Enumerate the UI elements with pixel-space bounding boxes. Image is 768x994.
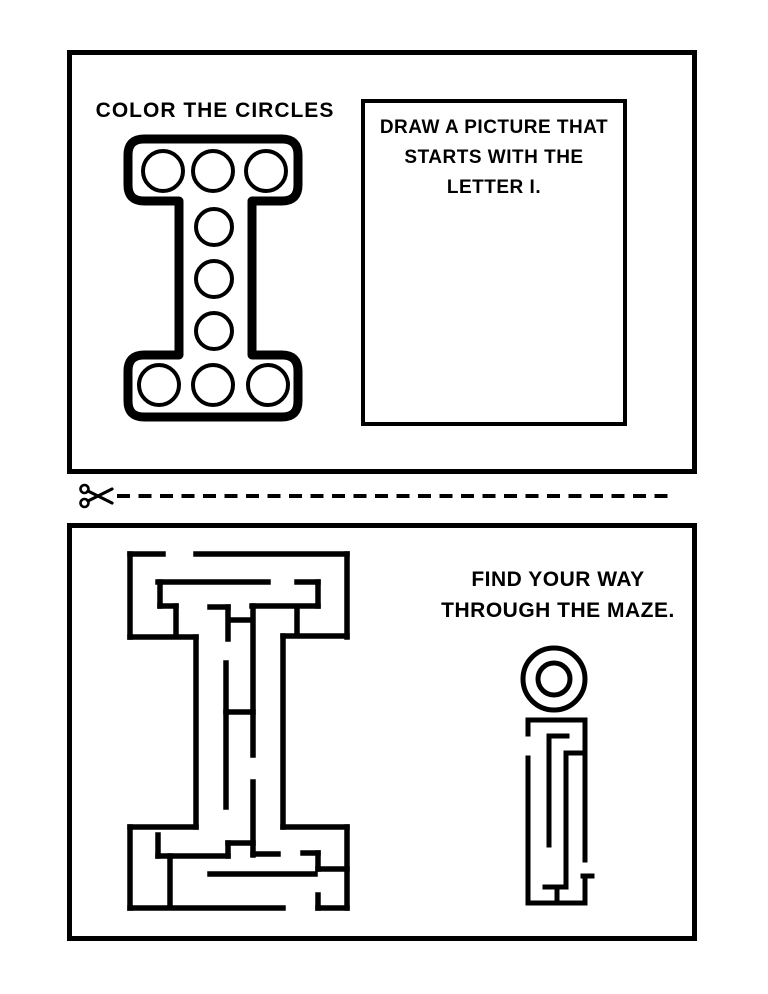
activity-card-bottom: FIND YOUR WAY THROUGH THE MAZE.	[67, 523, 697, 941]
lowercase-i-maze	[520, 645, 595, 906]
i-dot-inner-ring	[535, 660, 573, 698]
colorable-circle	[141, 149, 185, 193]
colorable-circle	[194, 259, 234, 299]
colorable-circle	[194, 311, 234, 351]
draw-prompt-line2: STARTS WITH THE LETTER I.	[404, 147, 584, 198]
colorable-circle	[191, 149, 235, 193]
maze-heading: FIND YOUR WAY THROUGH THE MAZE.	[408, 564, 708, 626]
activity-card-top: COLOR THE CIRCLES DRAW A PICTURE THAT ST…	[67, 50, 697, 474]
draw-picture-box: DRAW A PICTURE THAT STARTS WITH THE LETT…	[361, 99, 627, 426]
maze-heading-line1: FIND YOUR WAY	[471, 568, 645, 591]
letter-i-dot-shape	[123, 134, 303, 422]
scissors-icon	[79, 483, 114, 509]
maze-heading-line2: THROUGH THE MAZE.	[441, 599, 675, 622]
capital-i-maze	[127, 551, 350, 911]
colorable-circle	[246, 363, 290, 407]
draw-prompt-line1: DRAW A PICTURE THAT	[379, 117, 609, 138]
colorable-circle	[137, 363, 181, 407]
color-circles-heading: COLOR THE CIRCLES	[95, 99, 335, 122]
colorable-circle	[191, 363, 235, 407]
draw-prompt: DRAW A PICTURE THAT STARTS WITH THE LETT…	[365, 103, 623, 203]
colorable-circle	[244, 149, 288, 193]
colorable-circle	[194, 207, 234, 247]
cut-line	[79, 483, 668, 509]
i-dot-outer-ring	[520, 645, 588, 713]
